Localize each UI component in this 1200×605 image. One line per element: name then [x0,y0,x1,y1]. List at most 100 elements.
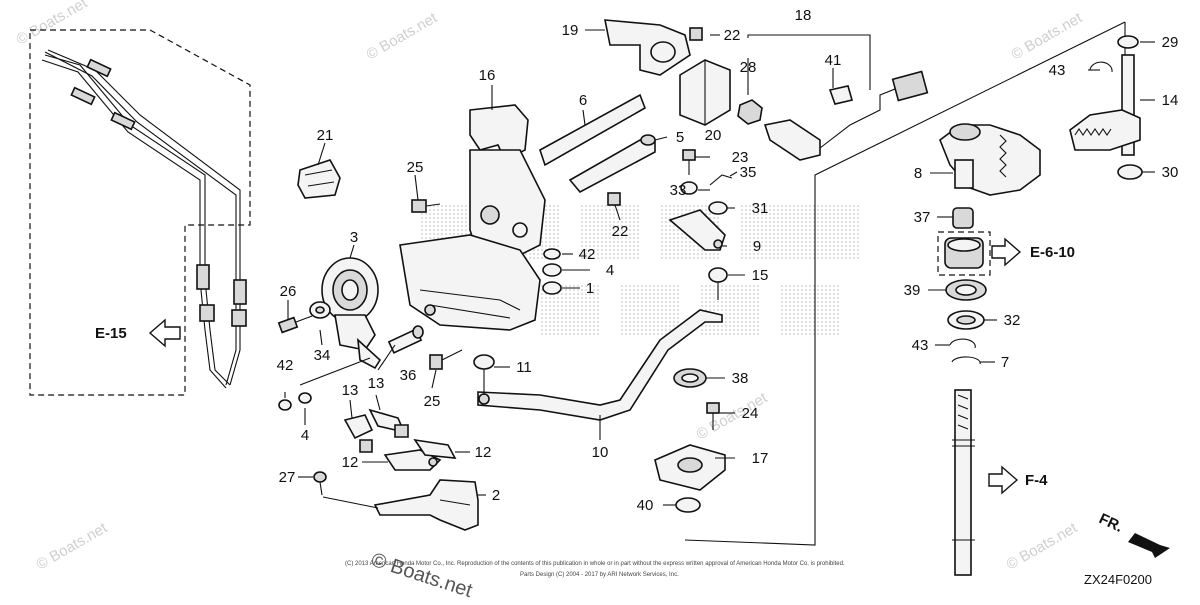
part-37-bushing [952,207,974,229]
part-29-washer [1117,35,1139,49]
label-32: 32 [1004,312,1021,329]
part-43-clip-top [1089,61,1113,73]
copyright-line-1: (C) 2013 American Honda Motor Co., Inc. … [345,561,845,567]
part-24-bolt [706,402,720,430]
bearing-group [937,231,991,276]
label-30: 30 [1162,164,1179,181]
part-31-washer [708,201,728,215]
label-42a: 42 [277,357,294,374]
label-22: 22 [724,27,741,44]
part-27-bolt [313,471,327,496]
part-22-screw-top [689,27,703,41]
label-17: 17 [752,450,769,467]
label-33: 33 [670,182,687,199]
ref-fr: FR. [1096,510,1125,536]
label-37: 37 [914,209,931,226]
label-4a: 4 [301,427,309,444]
part-36-pin [387,325,424,354]
label-36: 36 [400,367,417,384]
label-1: 1 [586,280,594,297]
label-8: 8 [914,165,922,182]
part-5-arm [568,134,656,194]
part-19-bracket [604,19,691,76]
label-41: 41 [825,52,842,69]
watermark: © Boats.net [364,9,441,63]
label-13a: 13 [342,382,359,399]
label-18: 18 [795,7,812,24]
part-18-switch [763,70,929,161]
label-43: 43 [1049,62,1066,79]
label-7: 7 [1001,354,1009,371]
watermark: © Boats.net [34,519,111,573]
part-15-collar [708,267,728,300]
label-15: 15 [752,267,769,284]
part-13-clips [343,408,409,453]
part-33-washer [680,181,698,195]
label-40: 40 [637,497,654,514]
label-34: 34 [314,347,331,364]
label-2: 2 [492,487,500,504]
label-16: 16 [479,67,496,84]
part-22-screw-mid [607,192,621,206]
part-20-cover [679,59,731,126]
part-8-gear [939,123,1041,196]
label-12b: 12 [475,444,492,461]
cable-assembly [29,29,251,396]
part-38-seal [673,368,707,388]
label-6: 6 [579,92,587,109]
shift-shaft [952,389,975,576]
label-26: 26 [280,283,297,300]
label-28: 28 [740,59,757,76]
watermark: © Boats.net [1004,519,1081,573]
part-30-washer [1117,164,1143,180]
leader-lines [284,29,1155,509]
ref-arrow-e15 [148,318,181,348]
ref-arrow-e610 [991,237,1022,267]
part-17-holder [654,444,726,491]
label-35: 35 [740,164,757,181]
label-3: 3 [350,229,358,246]
label-13b: 13 [368,375,385,392]
center-washers [542,248,562,295]
part-26-bolt [277,315,313,334]
label-12a: 12 [342,454,359,471]
label-21: 21 [317,127,334,144]
small-washers-left [278,392,312,411]
part-35-pin [709,174,733,186]
part-9-link [668,209,726,251]
label-11: 11 [516,359,532,376]
label-25a: 25 [407,159,424,176]
ref-e15: E-15 [95,325,127,342]
watermark: © Boats.net [694,389,771,443]
label-20: 20 [705,127,722,144]
control-bracket [399,104,546,331]
copyright-line-2: Parts Design (C) 2004 - 2017 by ARI Netw… [520,572,679,578]
watermark: © Boats.net [14,0,91,48]
ref-arrow-f4 [988,465,1019,495]
label-25b: 25 [424,393,441,410]
label-31: 31 [752,200,769,217]
part-43-clip-low [949,338,976,349]
label-4c: 4 [606,262,614,279]
label-38: 38 [732,370,749,387]
label-42c: 42 [579,246,596,263]
part-39-bearing [945,279,987,301]
part-41-clip [828,85,853,105]
ref-f4: F-4 [1025,472,1048,489]
label-27: 27 [279,469,296,486]
part-3-pulley [321,257,382,370]
diagram-code: ZX24F0200 [1084,572,1152,587]
part-34-washer [309,301,331,319]
label-29: 29 [1162,34,1179,51]
part-7-ring [951,356,981,365]
part-10-rod [477,309,723,421]
label-39: 39 [904,282,921,299]
part-40-ring [675,497,701,513]
label-43b: 43 [912,337,929,354]
part-23-bolt [682,149,696,175]
part-6-plate [539,93,646,167]
part-32-seal [947,310,985,330]
part-labels: 19 22 18 28 41 20 43 29 14 30 8 37 39 32… [277,7,1179,514]
label-14: 14 [1162,92,1179,109]
